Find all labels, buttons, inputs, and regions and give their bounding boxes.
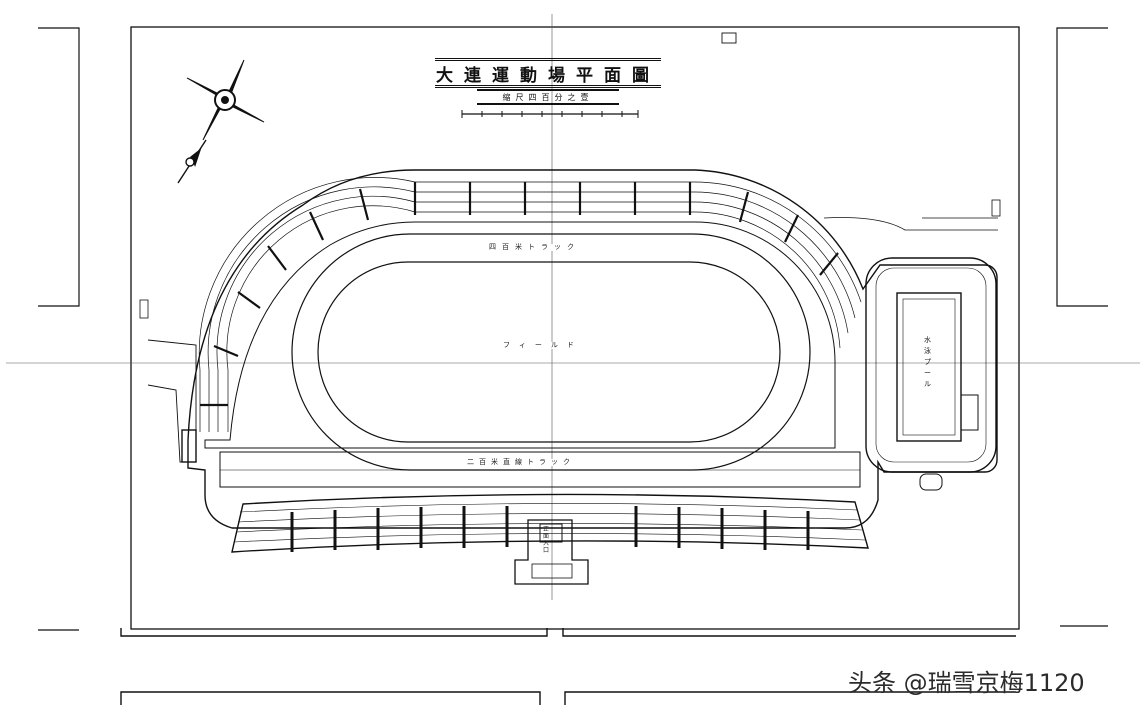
stand-rows xyxy=(415,211,841,349)
stand-aisles xyxy=(200,182,839,407)
pool-label: 水泳プール xyxy=(924,336,931,388)
stand-rows xyxy=(207,186,416,371)
straight-track xyxy=(219,451,861,488)
track-apron xyxy=(204,221,836,449)
road-line xyxy=(562,628,1016,637)
stand-rows xyxy=(226,205,416,371)
stand-outer-boundary xyxy=(187,169,998,529)
pool-stand xyxy=(865,257,997,473)
road-line xyxy=(38,27,80,307)
stand-rows xyxy=(216,195,416,371)
main-entrance xyxy=(514,519,589,585)
drawing-title: 大連運動場平面圖 xyxy=(435,58,661,88)
main-stand-rows xyxy=(233,503,866,543)
scale-note: 縮尺四百分之壹 xyxy=(477,89,619,105)
compass-rose-icon xyxy=(186,59,265,141)
sheet-border xyxy=(130,26,1020,630)
field-inner xyxy=(317,261,781,443)
stand-rows xyxy=(415,181,862,303)
field-label: フィールド xyxy=(500,342,586,349)
straight-track-label: 二百米直線トラック xyxy=(464,459,578,466)
north-arrow-icon xyxy=(177,139,207,184)
main-stand-aisles xyxy=(290,506,810,552)
sheet-stamp xyxy=(139,299,149,319)
road-line xyxy=(120,691,541,705)
road-line xyxy=(564,691,1016,705)
main-stand-outer xyxy=(231,493,869,553)
stand-rows xyxy=(415,201,849,334)
west-entrance xyxy=(147,339,197,463)
pool-annex xyxy=(961,394,979,431)
track-400m-outer xyxy=(291,233,811,471)
stand-rows xyxy=(199,370,229,432)
main-entrance-label: 正面入口 xyxy=(543,526,550,554)
sheet-stamp xyxy=(721,32,737,44)
watermark-text: 头条 @瑞雪京梅1120 xyxy=(848,669,1085,697)
road-line xyxy=(1056,27,1108,307)
road-line xyxy=(120,628,548,637)
stand-rows xyxy=(198,177,416,371)
pool-basin xyxy=(896,292,962,442)
track-400m-label: 四百米トラック xyxy=(486,244,583,251)
sheet-stamp xyxy=(991,199,1001,217)
